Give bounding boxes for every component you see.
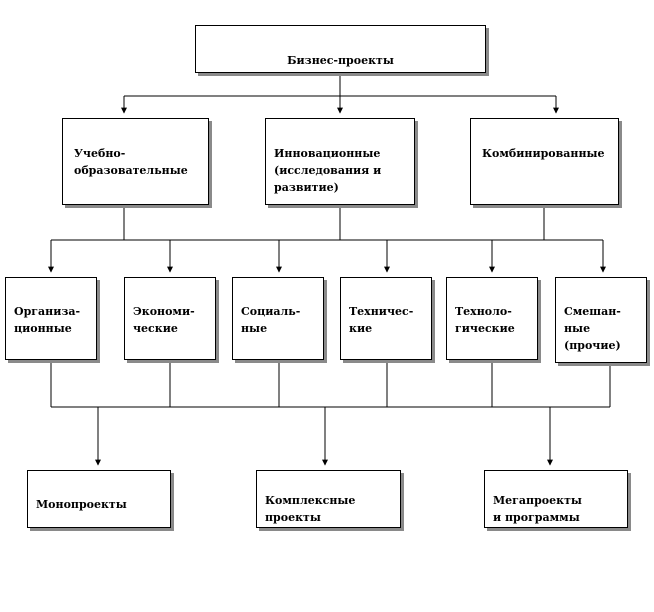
type-label: Организа- ционные [14,305,81,335]
scale-box-monoprojects: Монопроекты [27,470,171,528]
category-label: Инновационные (исследования и развитие) [274,147,382,194]
type-label: Смешан- ные (прочие) [564,305,621,352]
category-box-combined: Комбинированные [470,118,619,205]
type-label: Техноло- гические [455,305,515,335]
type-label: Техничес- кие [349,305,414,335]
category-box-innovative: Инновационные (исследования и развитие) [265,118,415,205]
type-label: Социаль- ные [241,305,301,335]
type-box-economic: Экономи- ческие [124,277,216,360]
type-box-technological: Техноло- гические [446,277,538,360]
scale-box-complex: Комплексные проекты [256,470,401,528]
type-box-technical: Техничес- кие [340,277,432,360]
scale-label: Комплексные проекты [265,494,356,524]
root-box: Бизнес-проекты [195,25,486,73]
type-label: Экономи- ческие [133,305,195,335]
type-box-social: Социаль- ные [232,277,324,360]
category-label: Комбинированные [482,147,605,160]
scale-label: Монопроекты [36,498,127,511]
scale-label: Мегапроекты и программы [493,494,582,524]
category-label: Учебно- образовательные [74,147,188,177]
type-box-mixed: Смешан- ные (прочие) [555,277,647,363]
root-label: Бизнес-проекты [287,54,394,67]
category-box-educational: Учебно- образовательные [62,118,209,205]
scale-box-megaprojects: Мегапроекты и программы [484,470,628,528]
type-box-organizational: Организа- ционные [5,277,97,360]
